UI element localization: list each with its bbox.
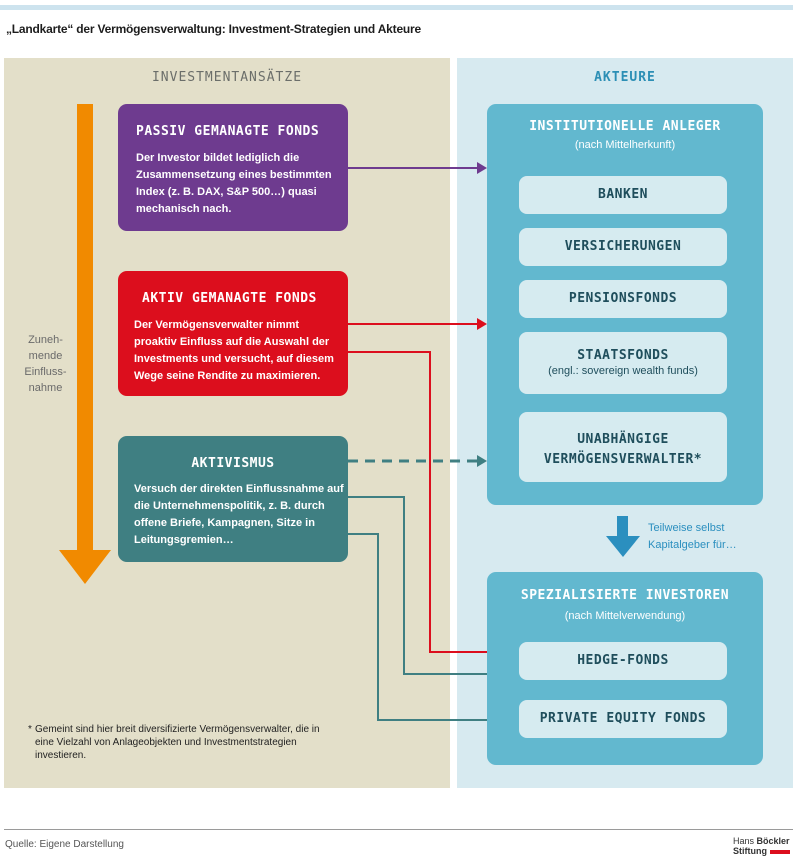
logo-strip-icon	[770, 849, 790, 854]
heading-investment-approaches: INVESTMENTANSÄTZE	[151, 70, 303, 85]
influence-label-line: Zuneh-	[28, 334, 63, 346]
box-passiv-title: PASSIV GEMANAGTE FONDS	[136, 124, 320, 139]
bottom-divider	[4, 829, 793, 830]
box-aktivismus-text: Versuch der direkten Einflussnahme auf d…	[134, 483, 344, 546]
box-passiv-fonds: PASSIV GEMANAGTE FONDS Der Investor bild…	[118, 104, 348, 231]
link-arrow-down-icon	[606, 536, 640, 557]
hans-boeckler-logo: Hans Böckler Stiftung	[733, 836, 790, 856]
institutional-subtitle: (nach Mittelherkunft)	[574, 139, 676, 151]
page-title: „Landkarte“ der Vermögensverwaltung: Inv…	[6, 22, 421, 36]
connector-aktivismus-hedge	[348, 496, 509, 675]
actor-pensionsfonds: PENSIONSFONDS	[519, 280, 727, 318]
top-bar	[0, 5, 793, 10]
actor-staatsfonds: STAATSFONDS (engl.: sovereign wealth fun…	[519, 332, 727, 394]
box-aktiv-fonds: AKTIV GEMANAGTE FONDS Der Vermögensverwa…	[118, 271, 348, 396]
actor-staatsfonds-label: STAATSFONDS	[577, 348, 669, 363]
connector-aktivismus-arrowhead-icon	[477, 455, 487, 467]
connector-aktiv-hedge	[348, 351, 509, 653]
influence-arrow-down-icon	[59, 550, 111, 584]
influence-label-line: Einfluss-	[24, 366, 67, 378]
box-aktivismus-title: AKTIVISMUS	[191, 456, 275, 471]
link-label: Teilweise selbst Kapitalgeber für…	[648, 522, 737, 551]
logo-text-boeckler: Böckler	[756, 836, 790, 846]
footnote-text: Gemeint sind hier breit diversifizierte …	[35, 724, 320, 761]
box-aktivismus: AKTIVISMUS Versuch der direkten Einfluss…	[118, 436, 348, 562]
actor-unabhaengige-vermoegensverwalter: UNABHÄNGIGE VERMÖGENSVERWALTER*	[519, 412, 727, 482]
connector-aktivismus-pe	[348, 533, 509, 721]
link-arrow-shaft	[617, 516, 628, 538]
influence-label: Zuneh- mende Einfluss- nahme	[18, 332, 73, 396]
footnote: * Gemeint sind hier breit diversifiziert…	[28, 723, 335, 762]
actor-hedge-fonds: HEDGE-FONDS	[519, 642, 727, 680]
specialized-subtitle: (nach Mittelverwendung)	[564, 610, 686, 622]
actor-private-equity-fonds: PRIVATE EQUITY FONDS	[519, 700, 727, 738]
box-aktiv-title: AKTIV GEMANAGTE FONDS	[142, 291, 317, 306]
actor-versicherungen: VERSICHERUNGEN	[519, 228, 727, 266]
box-passiv-text: Der Investor bildet lediglich die Zusamm…	[136, 152, 332, 215]
box-aktiv-text: Der Vermögensverwalter nimmt proaktiv Ei…	[134, 319, 334, 382]
actor-staatsfonds-sub: (engl.: sovereign wealth funds)	[548, 365, 698, 377]
influence-arrow-shaft	[77, 104, 93, 556]
source-note: Quelle: Eigene Darstellung	[5, 839, 124, 850]
footnote-star: *	[28, 724, 32, 735]
connector-aktiv-arrowhead-icon	[477, 318, 487, 330]
connector-passiv-arrowhead-icon	[477, 162, 487, 174]
specialized-title: SPEZIALISIERTE INVESTOREN	[520, 588, 730, 603]
institutional-title: INSTITUTIONELLE ANLEGER	[529, 119, 721, 134]
logo-text-stiftung: Stiftung	[733, 846, 767, 856]
heading-actors: AKTEURE	[594, 70, 656, 85]
actor-banken: BANKEN	[519, 176, 727, 214]
influence-label-line: mende	[28, 350, 63, 362]
influence-label-line: nahme	[28, 382, 63, 394]
logo-text-hans: Hans	[733, 836, 755, 846]
